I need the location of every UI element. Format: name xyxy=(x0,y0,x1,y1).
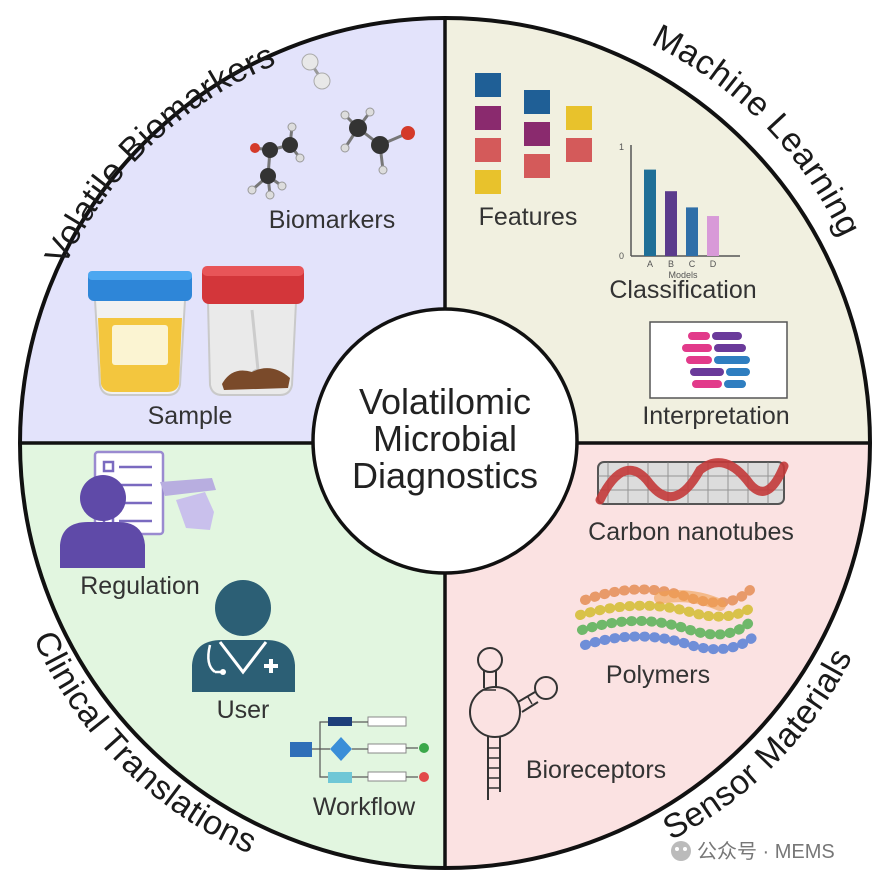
molecule-icon-small xyxy=(301,53,331,90)
mini-chart-bar-D xyxy=(707,216,719,256)
bioreceptor-aptamer-icon xyxy=(469,647,558,800)
feature-matrix-icon xyxy=(475,73,592,194)
molecule-icon-right xyxy=(340,107,415,175)
center-circle xyxy=(311,307,579,575)
center-title-line-2: Microbial xyxy=(373,418,517,459)
mini-chart-xlabel: Models xyxy=(668,270,698,280)
label-regulation: Regulation xyxy=(80,572,200,600)
label-classification: Classification xyxy=(609,276,756,304)
label-polymers: Polymers xyxy=(606,661,710,689)
watermark: 公众号 · MEMS xyxy=(671,840,835,863)
mini-chart-bar-A xyxy=(644,169,656,256)
molecule-icon-left xyxy=(247,122,305,200)
mini-chart-xtick-A: A xyxy=(647,259,653,269)
polymer-chains-icon xyxy=(575,584,760,655)
mini-chart-xtick-D: D xyxy=(710,259,717,269)
urine-sample-cup-icon xyxy=(88,271,192,396)
label-workflow: Workflow xyxy=(313,793,416,821)
center-title-line-1: Volatilomic xyxy=(359,381,531,422)
label-user: User xyxy=(217,696,270,724)
mini-chart-ytick-0: 0 xyxy=(619,251,624,261)
regulator-person-icon xyxy=(60,475,145,568)
mini-chart-ytick-1: 1 xyxy=(619,142,624,152)
watermark-text: 公众号 · MEMS xyxy=(697,840,835,863)
workflow-flowchart-icon xyxy=(290,716,429,783)
classification-bar-chart: 1 0 Models A B C D xyxy=(619,142,740,280)
carbon-nanotube-icon xyxy=(595,458,789,505)
label-carbon-nanotubes: Carbon nanotubes xyxy=(588,518,794,546)
mini-chart-xtick-B: B xyxy=(668,259,674,269)
outer-ring xyxy=(18,16,872,870)
center-title-line-3: Diagnostics xyxy=(352,455,538,496)
mini-chart-bar-B xyxy=(665,191,677,256)
label-biomarkers: Biomarkers xyxy=(269,206,395,234)
mini-chart-bar-C xyxy=(686,207,698,256)
label-interpretation: Interpretation xyxy=(642,402,789,430)
label-features: Features xyxy=(479,203,578,231)
label-bioreceptors: Bioreceptors xyxy=(526,756,666,784)
label-sample: Sample xyxy=(148,402,233,430)
clinician-user-icon xyxy=(192,580,295,692)
mini-chart-xtick-C: C xyxy=(689,259,696,269)
interpretation-plot-icon xyxy=(649,321,788,399)
stool-sample-container-icon xyxy=(202,266,304,396)
